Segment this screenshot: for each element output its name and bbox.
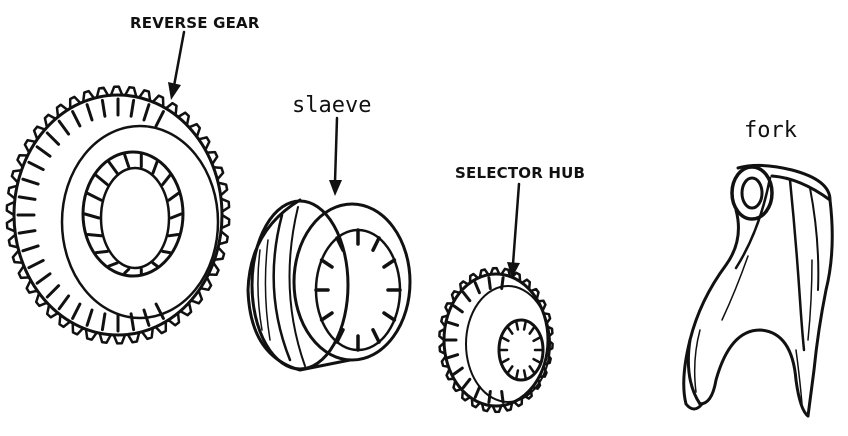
reverse-gear-tooth-line bbox=[27, 258, 45, 270]
reverse-gear-tooth-line bbox=[45, 131, 61, 146]
reverse-gear-spline bbox=[107, 160, 119, 175]
reverse-gear-tooth-line bbox=[100, 312, 107, 332]
reverse-gear-splines bbox=[83, 153, 183, 275]
reverse-gear-tooth-line bbox=[35, 272, 52, 285]
label-reverse-gear: REVERSE GEAR bbox=[130, 14, 260, 32]
reverse-gear-spline bbox=[107, 261, 119, 268]
selector-hub-face-hatching bbox=[444, 276, 505, 404]
reverse-gear-tooth-line bbox=[27, 160, 45, 172]
reverse-gear-tooth-line bbox=[129, 312, 136, 332]
sleeve-spline bbox=[382, 258, 397, 269]
reverse-gear-spline bbox=[94, 249, 109, 255]
reverse-gear-tooth-line bbox=[17, 195, 37, 201]
reverse-gear-tooth-line bbox=[85, 103, 94, 122]
selector-hub-tooth-line bbox=[487, 276, 492, 290]
reverse-gear-tooth-line bbox=[17, 229, 37, 235]
reverse-gear-spline bbox=[151, 160, 159, 175]
selector-hub-tooth-line bbox=[461, 377, 472, 390]
selector-hub-spline bbox=[499, 335, 510, 343]
arrow-selector-hub bbox=[507, 182, 521, 278]
selector-hub-tooth-line bbox=[452, 304, 464, 314]
reverse-gear-spline bbox=[123, 153, 131, 169]
reverse-gear-spline bbox=[151, 261, 159, 268]
selector-hub-tooth-line bbox=[461, 290, 472, 303]
selector-hub-tooth-line bbox=[473, 385, 481, 399]
reverse-gear-tooth-line bbox=[45, 284, 61, 299]
sleeve-spline bbox=[335, 328, 345, 344]
reverse-gear-tooth-profile bbox=[5, 85, 231, 345]
reverse-gear-tooth-line bbox=[85, 308, 94, 327]
reverse-gear-part bbox=[5, 85, 231, 345]
reverse-gear-spline bbox=[161, 173, 172, 187]
shift-fork-part bbox=[682, 163, 834, 418]
reverse-gear-spline bbox=[167, 192, 180, 202]
selector-hub-spline bbox=[499, 357, 510, 365]
reverse-gear-tooth-line bbox=[154, 110, 165, 128]
selector-hub-spline bbox=[514, 319, 520, 331]
selector-hub-spline bbox=[532, 335, 543, 343]
sleeve-inner-splines bbox=[314, 228, 402, 352]
sleeve-spline bbox=[319, 258, 334, 269]
reverse-gear-spline bbox=[123, 267, 131, 275]
selector-hub-tooth-line bbox=[500, 276, 505, 290]
reverse-gear-tooth-line bbox=[129, 98, 136, 118]
selector-hub-tooth-line bbox=[500, 390, 505, 404]
selector-hub-splines bbox=[497, 319, 545, 381]
reverse-gear-spline bbox=[167, 233, 180, 238]
selector-hub-tooth-line bbox=[446, 320, 460, 327]
reverse-gear-tooth-line bbox=[21, 244, 40, 253]
reverse-gear-tooth-line bbox=[57, 294, 71, 311]
reverse-gear-tooth-line bbox=[142, 103, 151, 122]
selector-hub-spline bbox=[522, 319, 528, 331]
reverse-gear-tooth-line bbox=[35, 145, 52, 158]
reverse-gear-spline bbox=[94, 173, 109, 187]
reverse-gear-spline bbox=[161, 249, 172, 255]
arrow-reverse-gear bbox=[168, 30, 186, 100]
reverse-gear-spline bbox=[169, 212, 183, 220]
selector-hub-spline bbox=[528, 325, 536, 335]
reverse-gear-spline bbox=[83, 212, 101, 220]
reverse-gear-tooth-line bbox=[71, 110, 82, 128]
sleeve-spline bbox=[335, 236, 345, 252]
selector-hub-tooth-line bbox=[473, 281, 481, 295]
selector-hub-spline bbox=[506, 325, 514, 335]
label-selector-hub: SELECTOR HUB bbox=[455, 164, 585, 182]
sleeve-spline bbox=[382, 311, 397, 322]
selector-hub-spline bbox=[532, 357, 543, 365]
selector-hub-tooth-line bbox=[487, 390, 492, 404]
sleeve-spline bbox=[371, 328, 381, 344]
reverse-gear-spline bbox=[86, 192, 103, 202]
sleeve-spline bbox=[371, 236, 381, 252]
selector-hub-spline bbox=[514, 369, 520, 381]
reverse-gear-tooth-line bbox=[71, 302, 82, 320]
selector-hub-spline bbox=[522, 369, 528, 381]
label-sleeve: slaeve bbox=[292, 93, 371, 118]
selector-hub-spline bbox=[506, 365, 514, 375]
arrow-sleeve bbox=[329, 116, 342, 196]
reverse-gear-tooth-line bbox=[57, 119, 71, 136]
sleeve-part bbox=[246, 198, 412, 372]
selector-hub-tooth-line bbox=[446, 353, 460, 360]
reverse-gear-tooth-line bbox=[21, 177, 40, 186]
sleeve-spline bbox=[319, 311, 334, 322]
reverse-gear-teeth bbox=[5, 85, 231, 345]
selector-hub-part bbox=[438, 266, 554, 414]
selector-hub-spline bbox=[528, 365, 536, 375]
reverse-gear-tooth-line bbox=[100, 98, 107, 118]
selector-hub-tooth-line bbox=[452, 366, 464, 376]
reverse-gear-spline bbox=[86, 233, 103, 238]
reverse-gear-tooth-line bbox=[154, 302, 165, 320]
label-fork: fork bbox=[744, 118, 797, 143]
